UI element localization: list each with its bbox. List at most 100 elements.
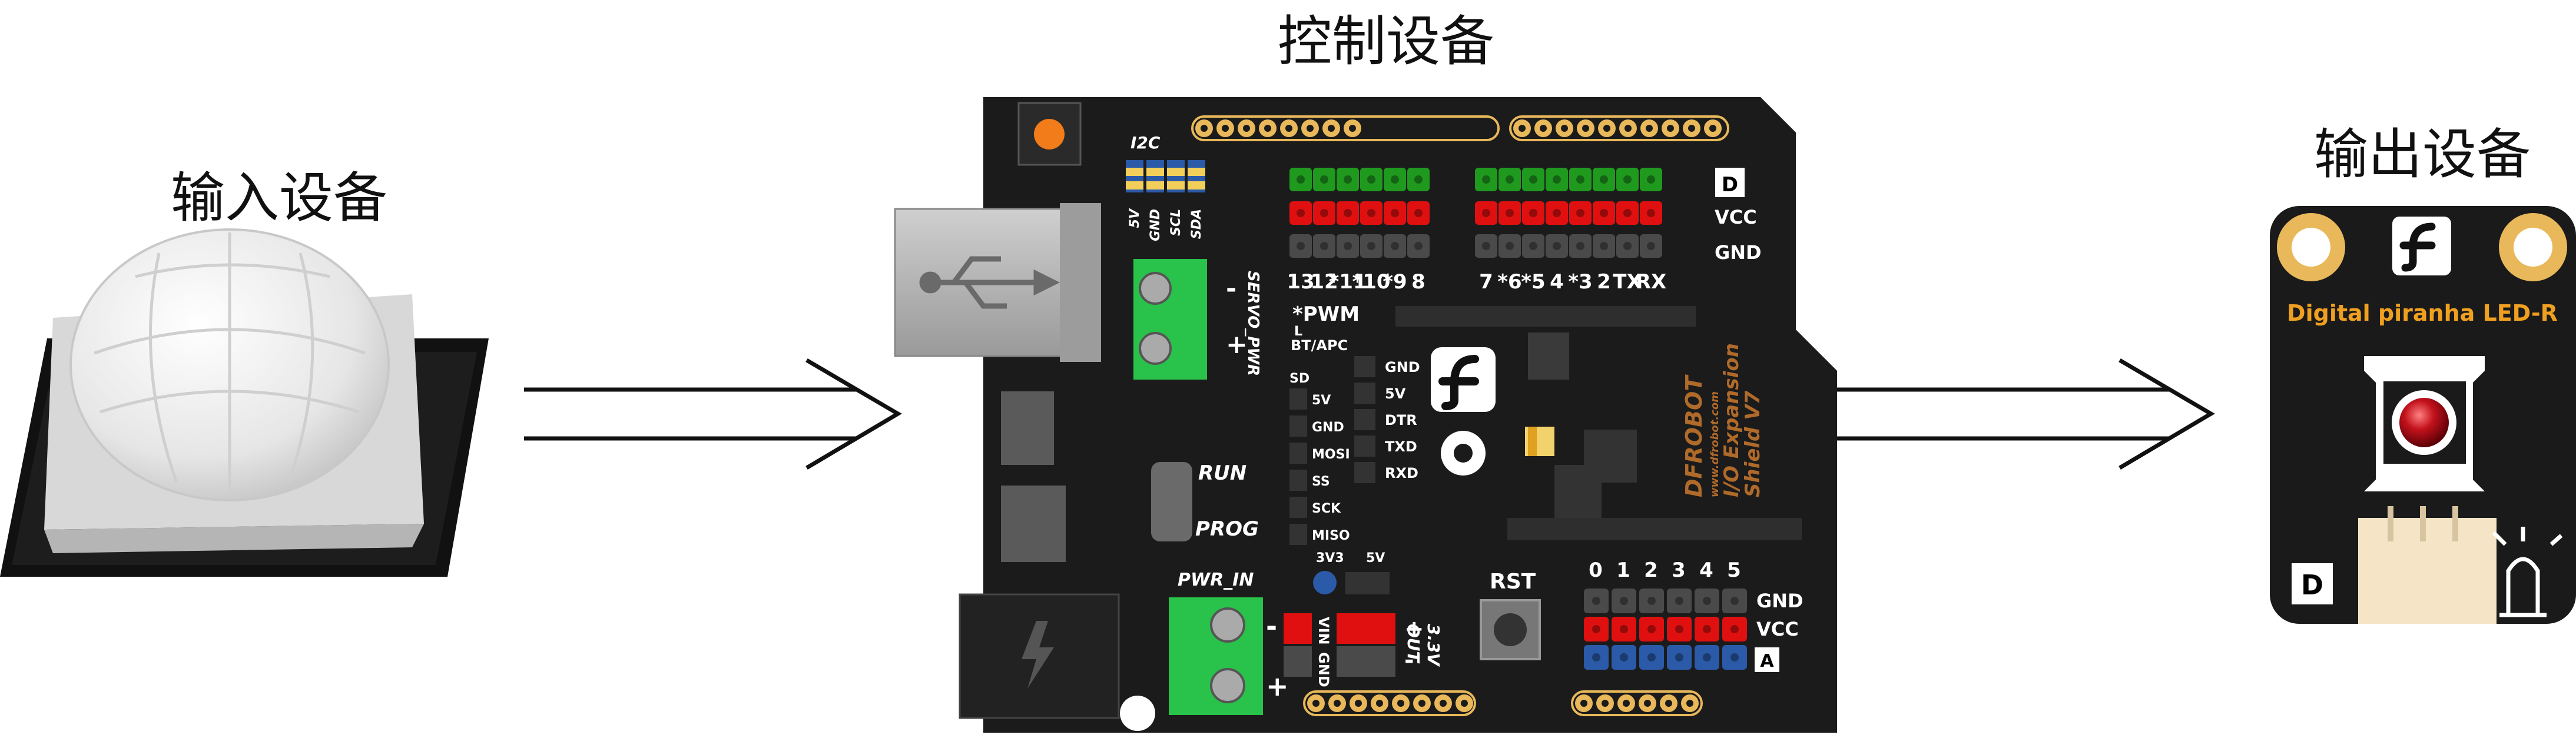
input-device-label: 输入设备 bbox=[171, 167, 388, 230]
pwr-in-label: PWR_IN bbox=[1178, 570, 1254, 590]
orange-button bbox=[1034, 119, 1065, 149]
bt-pin-label: TXD bbox=[1385, 438, 1417, 455]
svg-text:-: - bbox=[1404, 647, 1414, 674]
digital-pin bbox=[1313, 168, 1335, 191]
analog-pin-label: 3 bbox=[1672, 559, 1686, 582]
analog-pin bbox=[1722, 589, 1747, 613]
analog-pin-label: 5 bbox=[1727, 559, 1741, 582]
digital-pin bbox=[1337, 234, 1359, 258]
digital-pin bbox=[1360, 234, 1383, 258]
digital-pin-label: *6 bbox=[1497, 270, 1521, 294]
svg-text:-: - bbox=[1266, 610, 1277, 642]
digital-pin bbox=[1475, 234, 1497, 258]
output-device-label: 输出设备 bbox=[2314, 123, 2531, 186]
analog-pin-label: 4 bbox=[1699, 559, 1713, 582]
digital-pin bbox=[1593, 168, 1615, 191]
control-device-label: 控制设备 bbox=[1278, 10, 1495, 73]
digital-pin-label: 7 bbox=[1479, 270, 1493, 294]
module-d-label: D bbox=[2301, 569, 2323, 601]
digital-pin-label: 13 bbox=[1287, 270, 1314, 294]
analog-pin-label: 2 bbox=[1644, 559, 1658, 582]
digital-pin bbox=[1640, 201, 1662, 225]
digital-pin-label: *10 bbox=[1352, 270, 1390, 294]
digital-pin bbox=[1384, 234, 1406, 258]
analog-a-label: A bbox=[1760, 651, 1774, 671]
bt-pin-label: RXD bbox=[1385, 465, 1418, 481]
d-row-label: D bbox=[1722, 173, 1738, 197]
gnd-row-label: GND bbox=[1715, 241, 1762, 264]
analog-vcc-label: VCC bbox=[1756, 618, 1799, 640]
digital-pin-label: 12 bbox=[1310, 270, 1338, 294]
sd-pin-label: SS bbox=[1312, 474, 1330, 489]
digital-pin bbox=[1569, 201, 1592, 225]
prog-label: PROG bbox=[1195, 517, 1259, 541]
i2c-header bbox=[1126, 160, 1205, 192]
digital-pin-label: *3 bbox=[1568, 270, 1592, 294]
analog-pin bbox=[1584, 589, 1609, 613]
analog-pin bbox=[1722, 617, 1747, 641]
i2c-pin-label: GND bbox=[1148, 209, 1163, 241]
digital-pin bbox=[1522, 201, 1544, 225]
digital-pin-label: 4 bbox=[1550, 270, 1564, 294]
digital-pin-label: RX bbox=[1636, 270, 1666, 294]
v5-label: 5V bbox=[1366, 551, 1385, 566]
connector-housing bbox=[2358, 518, 2497, 624]
analog-pin bbox=[1584, 617, 1609, 641]
analog-pin bbox=[1695, 645, 1719, 670]
digital-pin bbox=[1289, 201, 1312, 225]
analog-header bbox=[1584, 589, 1747, 670]
digital-pin bbox=[1407, 234, 1430, 258]
sd-pin-label: GND bbox=[1312, 420, 1344, 435]
digital-pin bbox=[1313, 201, 1335, 225]
svg-text:I/O Expansion: I/O Expansion bbox=[1720, 343, 1743, 497]
i2c-pin-label: SCL bbox=[1169, 209, 1183, 236]
led-module: Digital piranha LED-R D bbox=[2270, 206, 2576, 624]
digital-pin bbox=[1407, 168, 1430, 191]
analog-pin bbox=[1612, 617, 1636, 641]
analog-pin bbox=[1695, 589, 1719, 613]
module-title: Digital piranha LED-R bbox=[2287, 300, 2558, 326]
digital-pin bbox=[1337, 201, 1359, 225]
analog-pin-label: 1 bbox=[1616, 559, 1630, 582]
analog-pin bbox=[1722, 645, 1747, 670]
v3v3-label: 3V3 bbox=[1316, 551, 1344, 566]
analog-pin-label: 0 bbox=[1589, 559, 1603, 582]
arrow-control-to-output bbox=[1837, 358, 2215, 470]
run-label: RUN bbox=[1198, 461, 1246, 485]
i2c-pin-label: SDA bbox=[1189, 209, 1204, 239]
sd-pin-label: MISO bbox=[1312, 528, 1350, 543]
digital-pin-label: TX bbox=[1613, 270, 1642, 294]
digital-pin bbox=[1593, 201, 1615, 225]
svg-text:-: - bbox=[1226, 274, 1236, 304]
digital-pin bbox=[1522, 168, 1544, 191]
svg-text:+: + bbox=[1404, 616, 1424, 643]
digital-pin bbox=[1569, 234, 1592, 258]
digital-pin bbox=[1289, 234, 1312, 258]
analog-pin bbox=[1612, 645, 1636, 670]
svg-text:DFROBOT: DFROBOT bbox=[1681, 374, 1707, 497]
digital-pin bbox=[1360, 168, 1383, 191]
servo-pwr-label: SERVO_PWR bbox=[1244, 271, 1262, 376]
digital-pin bbox=[1498, 234, 1521, 258]
digital-pin bbox=[1616, 234, 1639, 258]
top-gold-pads bbox=[1191, 115, 1729, 141]
sd-pin-label: SCK bbox=[1312, 501, 1341, 516]
digital-pin bbox=[1475, 201, 1497, 225]
digital-pin-label: *11 bbox=[1328, 270, 1367, 294]
digital-pin bbox=[1498, 201, 1521, 225]
sd-label: SD bbox=[1289, 371, 1309, 386]
digital-pin bbox=[1360, 201, 1383, 225]
digital-pin bbox=[1640, 168, 1662, 191]
led-symbol-icon bbox=[2492, 527, 2563, 617]
digital-pin bbox=[1546, 234, 1568, 258]
sd-pin-label: 5V bbox=[1312, 393, 1331, 408]
digital-pin bbox=[1384, 201, 1406, 225]
bt-pin-label: DTR bbox=[1385, 412, 1417, 428]
digital-pin bbox=[1593, 234, 1615, 258]
out-label: OUT bbox=[1404, 624, 1423, 664]
vin-gnd-label: GND bbox=[1315, 652, 1332, 687]
